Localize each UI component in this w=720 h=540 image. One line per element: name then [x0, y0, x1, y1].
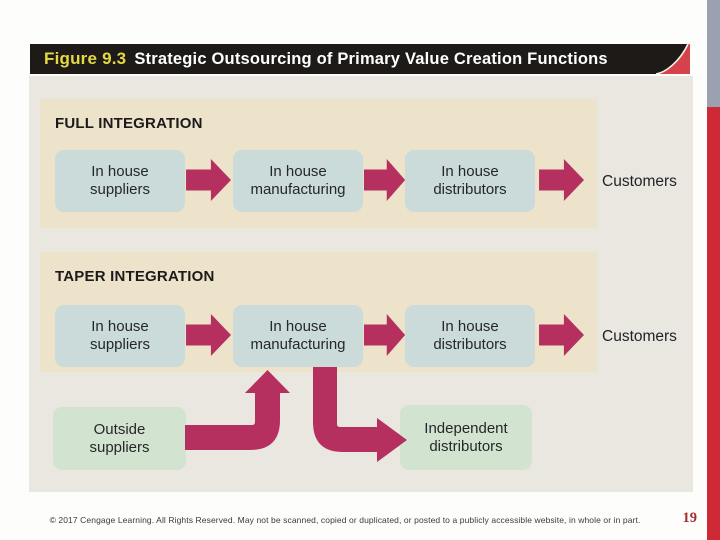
- page-number: 19: [682, 510, 698, 526]
- node-full-inhouse-suppliers: In house suppliers: [55, 150, 185, 212]
- node-full-inhouse-manufacturing: In house manufacturing: [233, 150, 363, 212]
- arrow-right-icon: [539, 313, 584, 357]
- edge-strip-gray: [707, 0, 720, 107]
- node-outside-suppliers: Outside suppliers: [53, 407, 186, 470]
- arrow-right-icon: [364, 313, 406, 357]
- elbow-arrow-up-icon: [185, 370, 290, 450]
- arrow-right-icon: [364, 158, 406, 202]
- taper-integration-heading: TAPER INTEGRATION: [55, 268, 215, 285]
- arrow-right-icon: [186, 158, 231, 202]
- arrow-right-icon: [539, 158, 584, 202]
- node-taper-inhouse-manufacturing: In house manufacturing: [233, 305, 363, 367]
- node-taper-inhouse-suppliers: In house suppliers: [55, 305, 185, 367]
- full-customers-label: Customers: [602, 173, 677, 190]
- full-integration-heading: FULL INTEGRATION: [55, 115, 203, 132]
- arrow-right-icon: [186, 313, 231, 357]
- taper-customers-label: Customers: [602, 328, 677, 345]
- copyright-text: © 2017 Cengage Learning. All Rights Rese…: [49, 515, 641, 525]
- figure-number-label: Figure 9.3: [44, 49, 127, 68]
- edge-strip-red: [707, 107, 720, 540]
- figure-title-bar: Figure 9.3 Strategic Outsourcing of Prim…: [30, 44, 690, 74]
- elbow-arrow-down-right-icon: [313, 367, 407, 462]
- node-full-inhouse-distributors: In house distributors: [405, 150, 535, 212]
- figure-title: Strategic Outsourcing of Primary Value C…: [134, 49, 608, 68]
- node-taper-inhouse-distributors: In house distributors: [405, 305, 535, 367]
- corner-swoosh-icon: [655, 44, 690, 74]
- diagram-canvas: FULL INTEGRATION In house suppliers In h…: [29, 76, 693, 492]
- node-independent-distributors: Independent distributors: [400, 405, 532, 470]
